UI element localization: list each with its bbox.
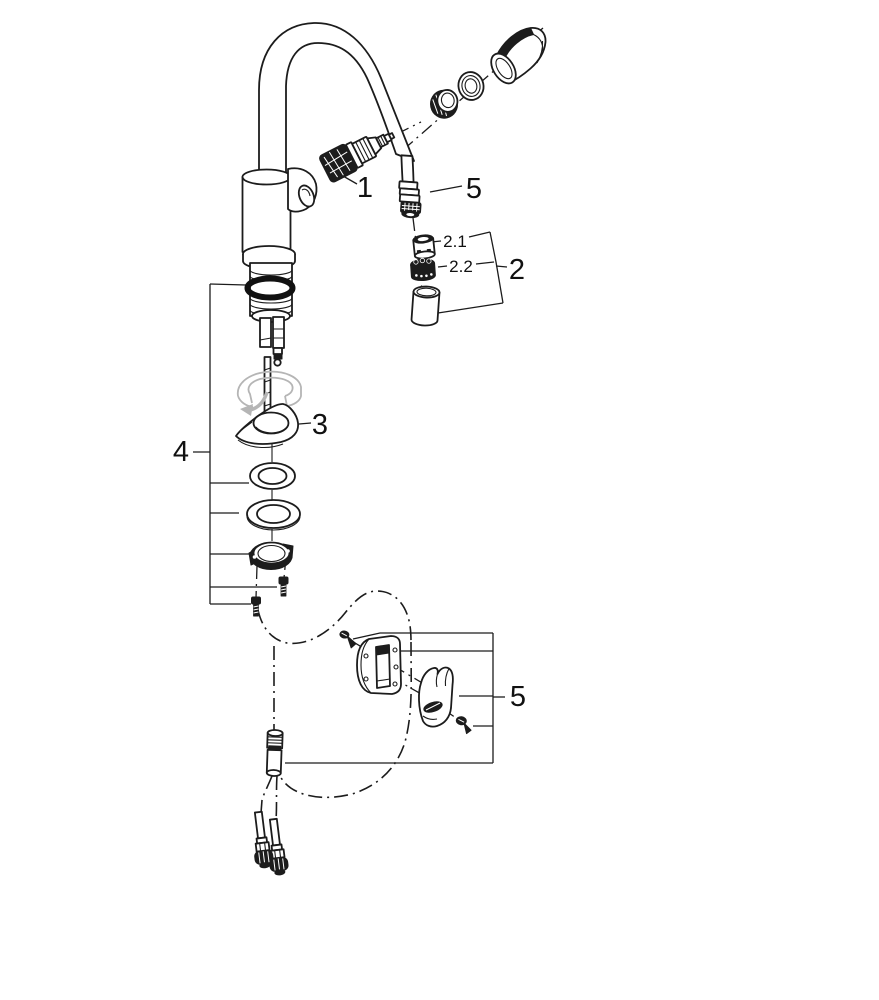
callout-4: 4 [173, 436, 189, 468]
upper-washer [249, 462, 296, 490]
o-ring [244, 275, 296, 301]
hose-end-coupling [398, 154, 422, 219]
callout-2: 2 [509, 254, 525, 286]
body-top-face [241, 168, 292, 186]
supply-connector-right [268, 817, 289, 876]
callout-1: 1 [357, 172, 373, 204]
mounting-clamp [248, 541, 294, 570]
mousseur-sleeve [410, 285, 441, 327]
screw-a-axis [255, 565, 258, 599]
mousseur-insert [412, 234, 436, 260]
callout-5-lower: 5 [510, 681, 526, 713]
lower-washer [246, 499, 301, 531]
spout-arc [258, 22, 415, 179]
callout-labels: 1 5 2.1 2.2 2 3 4 5 [173, 172, 526, 713]
connection-tubes [259, 316, 285, 367]
ghost-positioning-ring [236, 370, 302, 416]
clamp-screw-b [251, 596, 261, 617]
supply-connector-left [253, 810, 274, 869]
flow-regulator [410, 257, 436, 282]
callout-3: 3 [312, 409, 328, 441]
spray-head [490, 27, 547, 85]
weight-bracket-half [356, 635, 402, 695]
body-side-outlet [287, 167, 318, 213]
check-valve [319, 132, 396, 183]
clamp-screw-a [278, 576, 289, 597]
callout-2-1: 2.1 [443, 232, 467, 251]
leader-3 [298, 422, 312, 425]
leader-5-upper [429, 185, 463, 193]
weight-cover-half [418, 666, 454, 728]
weight-screw-bottom [455, 716, 472, 735]
hose-connector [265, 729, 284, 777]
callout-5-upper: 5 [466, 173, 482, 205]
weight-screw-top [339, 630, 357, 649]
rotation-limiter [235, 403, 299, 449]
rotation-arrow-head [240, 404, 253, 416]
bracket-4 [193, 283, 277, 605]
bracket-5-lower [285, 632, 505, 764]
bracket-2 [489, 231, 504, 304]
hose-loop [257, 590, 413, 821]
spray-head-nut [429, 89, 459, 119]
spray-head-seal [457, 71, 485, 101]
faucet-body [241, 167, 318, 430]
callout-2-2: 2.2 [449, 257, 473, 276]
callout-lines [193, 171, 508, 764]
